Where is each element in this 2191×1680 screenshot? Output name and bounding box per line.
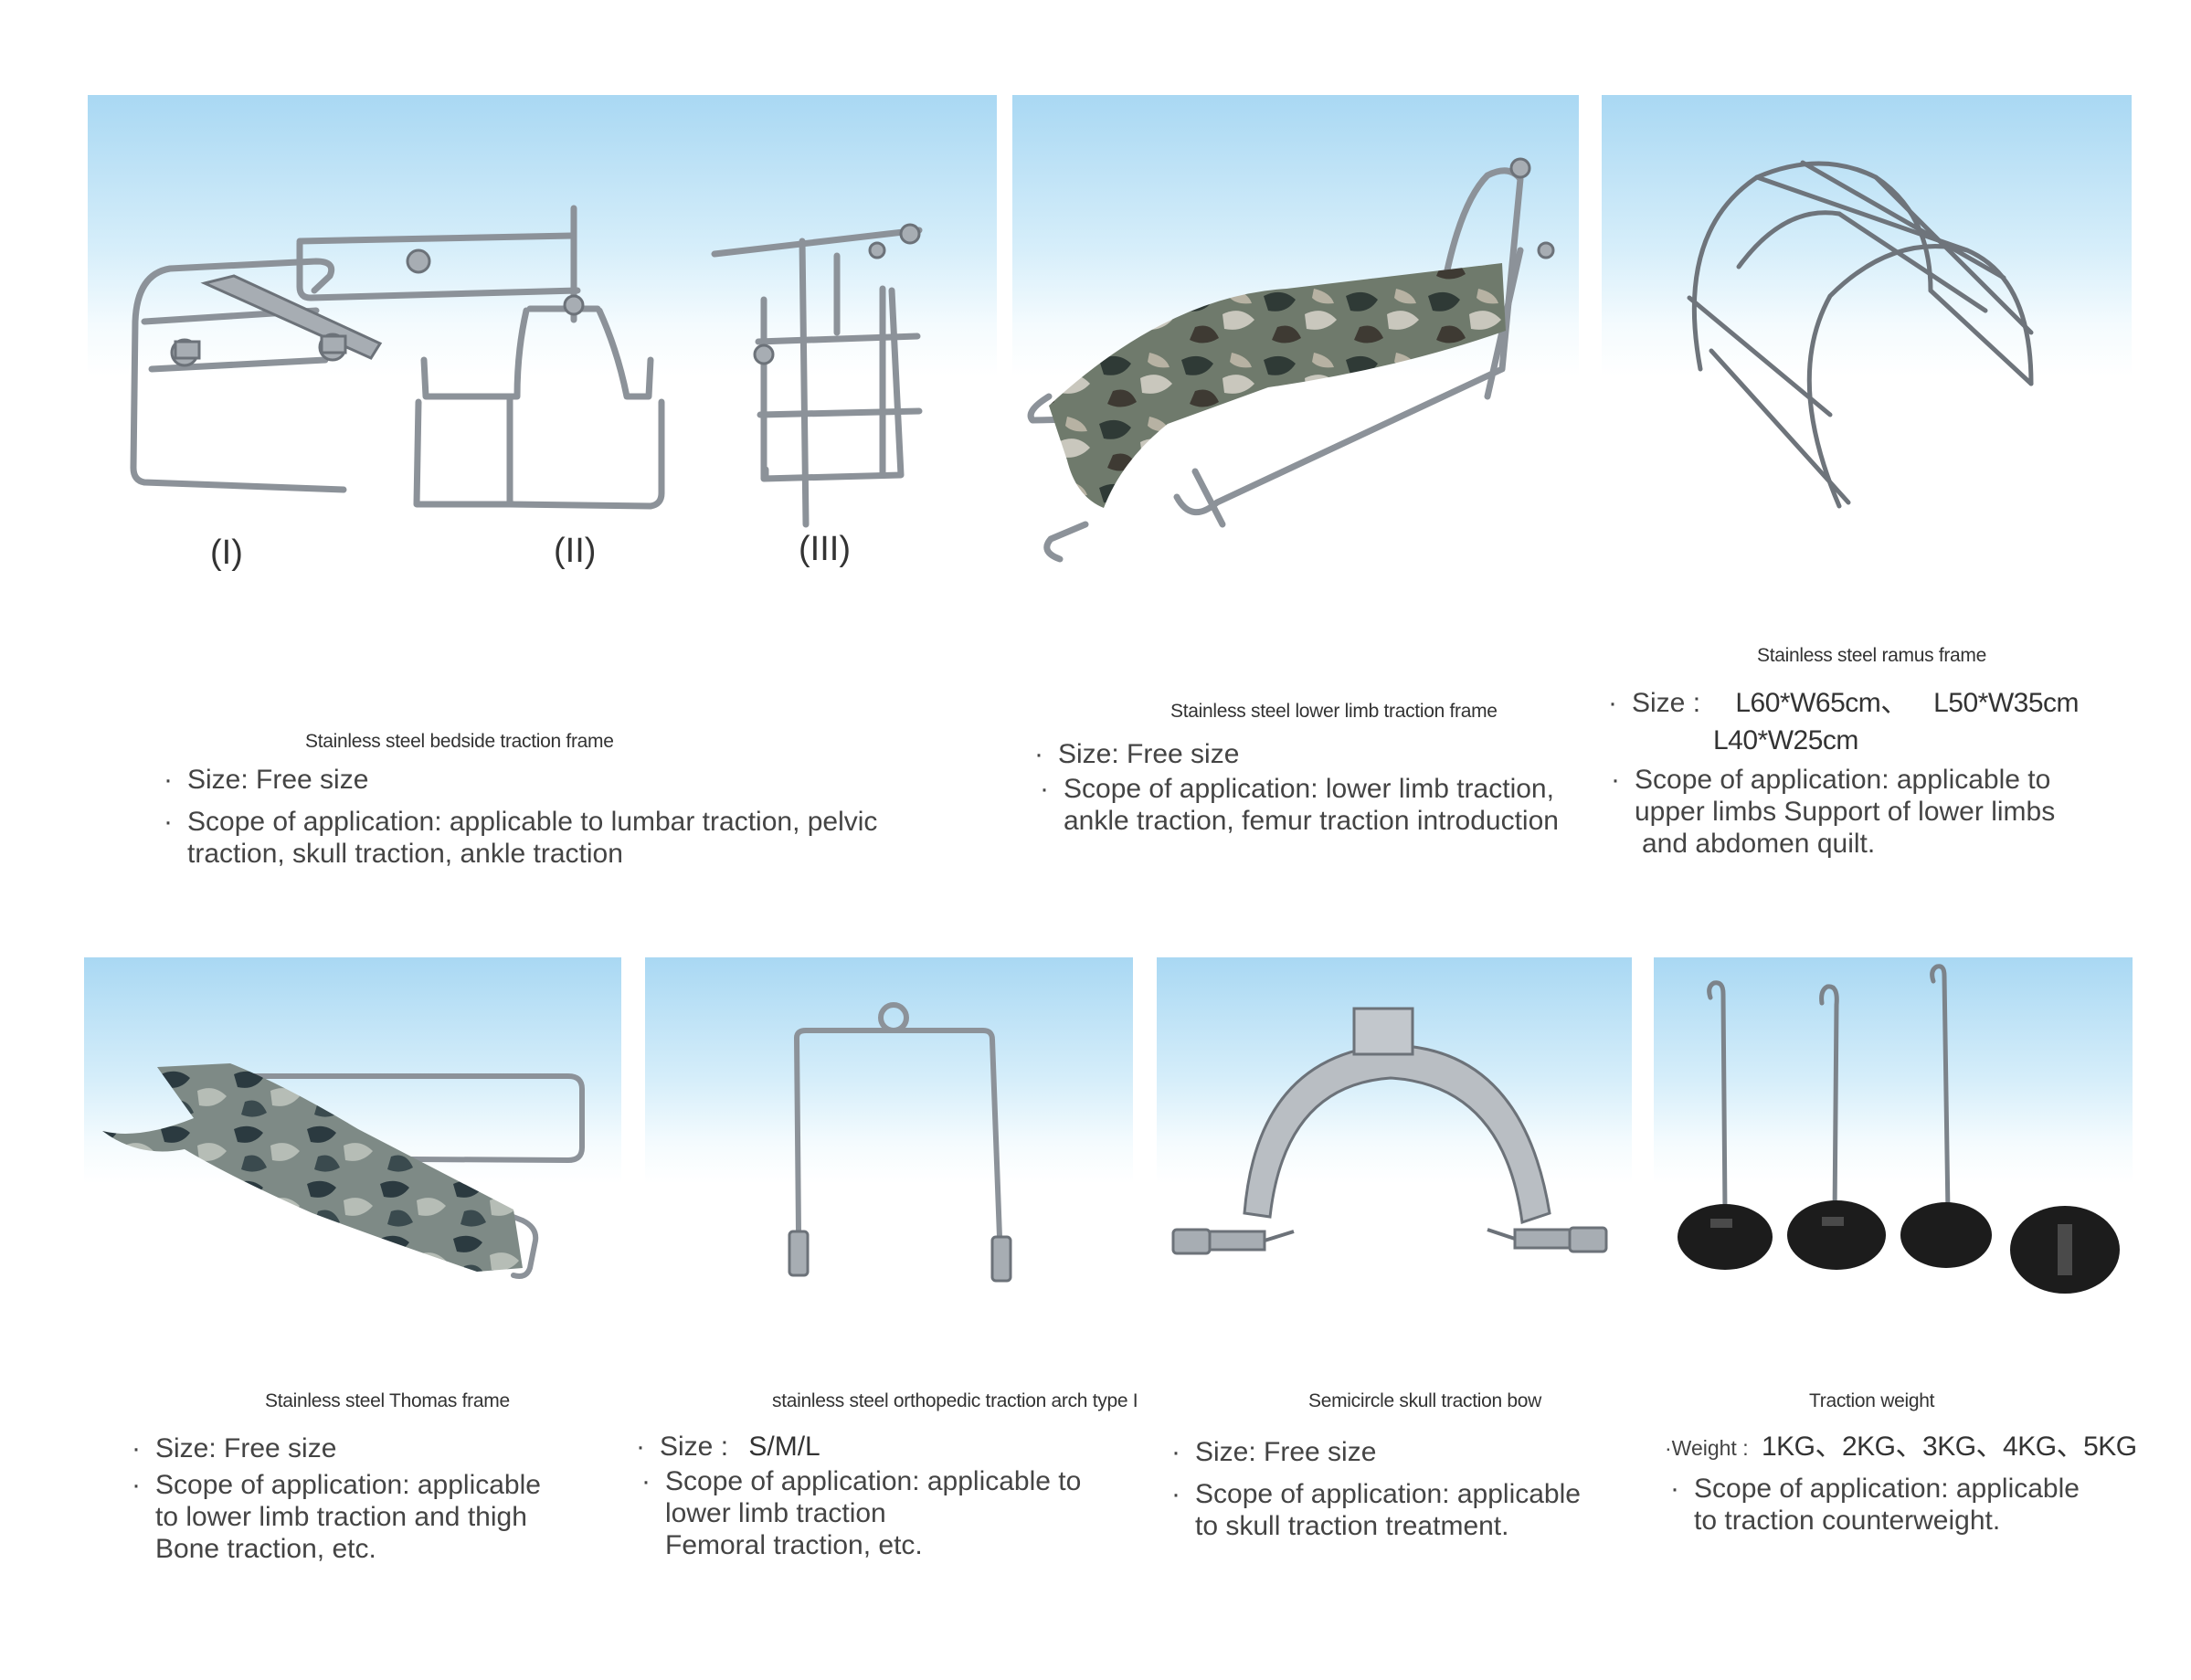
scope-line: upper limbs Support of lower limbs [1635, 797, 2056, 827]
scope-line: Bone traction, etc. [155, 1534, 376, 1564]
variant-label-i-text: (I) [210, 534, 243, 572]
scope-line: ankle traction, femur traction introduct… [1064, 806, 1559, 836]
bullet-marker: · [1040, 774, 1049, 804]
product-scope-weight: · Scope of application: applicable to tr… [1670, 1473, 2080, 1537]
product-scope-thomas: · Scope of application: applicable to lo… [132, 1469, 541, 1565]
bullet-marker: · [1171, 1437, 1180, 1467]
size-value-2: L50*W35cm [1933, 688, 2080, 718]
panel-lower-limb-traction-frame [1012, 95, 1579, 607]
product-scope-skull: · Scope of application: applicable to sk… [1171, 1478, 1581, 1542]
skull-traction-bow-illustration [1171, 1007, 1608, 1255]
scope-line: lower limb traction [665, 1498, 886, 1528]
product-size-bedside: · Size: Free size [164, 764, 369, 796]
size-text: Size: Free size [187, 765, 369, 795]
product-size-skull: · Size: Free size [1171, 1436, 1377, 1468]
scope-line: to lower limb traction and thigh [155, 1502, 527, 1532]
scope-line: Scope of application: applicable [1195, 1479, 1581, 1509]
lower-limb-traction-frame-illustration [1027, 157, 1555, 563]
ramus-frame-illustration [1687, 160, 2034, 509]
scope-line: to traction counterweight. [1694, 1506, 2001, 1536]
bullet-marker: · [1171, 1479, 1180, 1509]
size-label: Size : [1632, 688, 1701, 718]
bedside-traction-frame-illustration [130, 205, 923, 528]
product-title-traction-weight: Traction weight [1809, 1390, 1935, 1411]
traction-weight-illustration [1678, 964, 2120, 1294]
scope-line: Scope of application: applicable to [665, 1466, 1082, 1496]
bullet-marker: · [636, 1432, 645, 1462]
variant-label-ii: (II) [554, 532, 597, 570]
scope-line: traction, skull traction, ankle traction [187, 839, 623, 869]
size-value-1: L60*W65cm、 [1735, 688, 1908, 718]
bullet-marker: · [1608, 688, 1617, 718]
panel-bedside-traction-frame: (I) (II) (III) [88, 95, 997, 607]
scope-line: Scope of application: applicable [155, 1470, 541, 1500]
scope-line: Scope of application: applicable to [1635, 765, 2051, 795]
scope-line: Scope of application: lower limb tractio… [1064, 774, 1554, 804]
bullet-marker: · [164, 765, 173, 795]
bullet-marker: · [132, 1433, 141, 1463]
size-text: Size: Free size [1058, 739, 1240, 769]
orthopedic-traction-arch-illustration [788, 1002, 1012, 1283]
panel-skull-traction-bow [1157, 957, 1632, 1368]
size-text: Size: Free size [155, 1433, 337, 1463]
weight-label: ·Weight : [1665, 1436, 1749, 1460]
product-title-ramus-frame: Stainless steel ramus frame [1757, 645, 1986, 666]
panel-orthopedic-traction-arch [645, 957, 1133, 1368]
product-scope-arch: · Scope of application: applicable to lo… [641, 1465, 1082, 1561]
size-label: Size : [660, 1432, 729, 1462]
weight-value: 1KG、2KG、3KG、4KG、5KG [1761, 1432, 2137, 1462]
panel-ramus-frame [1602, 95, 2132, 607]
panel-traction-weight [1654, 957, 2133, 1368]
bullet-marker: · [164, 807, 173, 837]
bullet-marker: · [1034, 739, 1043, 769]
size-value: S/M/L [748, 1432, 820, 1462]
scope-line: Femoral traction, etc. [665, 1530, 923, 1560]
product-title-lower-limb-frame: Stainless steel lower limb traction fram… [1170, 701, 1498, 722]
product-title-bedside-traction-frame: Stainless steel bedside traction frame [305, 731, 614, 752]
product-scope-lower-limb: · Scope of application: lower limb tract… [1040, 773, 1559, 837]
product-scope-ramus: · Scope of application: applicable to up… [1611, 764, 2056, 860]
product-size-ramus: · Size : L60*W65cm、 L50*W35cm [1608, 687, 2080, 719]
bullet-marker: · [1670, 1474, 1679, 1504]
variant-label-iii: (III) [799, 530, 851, 568]
size-text: Size: Free size [1195, 1437, 1377, 1467]
panel-thomas-frame [84, 957, 621, 1368]
scope-line: to skull traction treatment. [1195, 1511, 1509, 1541]
size-value-3: L40*W25cm [1713, 725, 1858, 755]
product-size-lower-limb: · Size: Free size [1034, 738, 1240, 770]
scope-line: Scope of application: applicable [1694, 1474, 2080, 1504]
bullet-marker: · [641, 1466, 651, 1496]
product-size-arch: · Size : S/M/L [636, 1431, 820, 1463]
scope-line: Scope of application: applicable to lumb… [187, 807, 878, 837]
bullet-marker: · [1611, 765, 1620, 795]
product-size-thomas: · Size: Free size [132, 1432, 337, 1464]
scope-line: and abdomen quilt. [1642, 829, 1876, 859]
product-scope-bedside: · Scope of application: applicable to lu… [164, 806, 878, 870]
product-title-skull-bow: Semicircle skull traction bow [1308, 1390, 1542, 1411]
product-title-orthopedic-arch: stainless steel orthopedic traction arch… [772, 1390, 1138, 1411]
bullet-marker: · [132, 1470, 141, 1500]
product-title-thomas-frame: Stainless steel Thomas frame [265, 1390, 510, 1411]
product-weight: ·Weight : 1KG、2KG、3KG、4KG、5KG [1665, 1431, 2137, 1464]
thomas-frame-illustration [102, 1063, 585, 1279]
